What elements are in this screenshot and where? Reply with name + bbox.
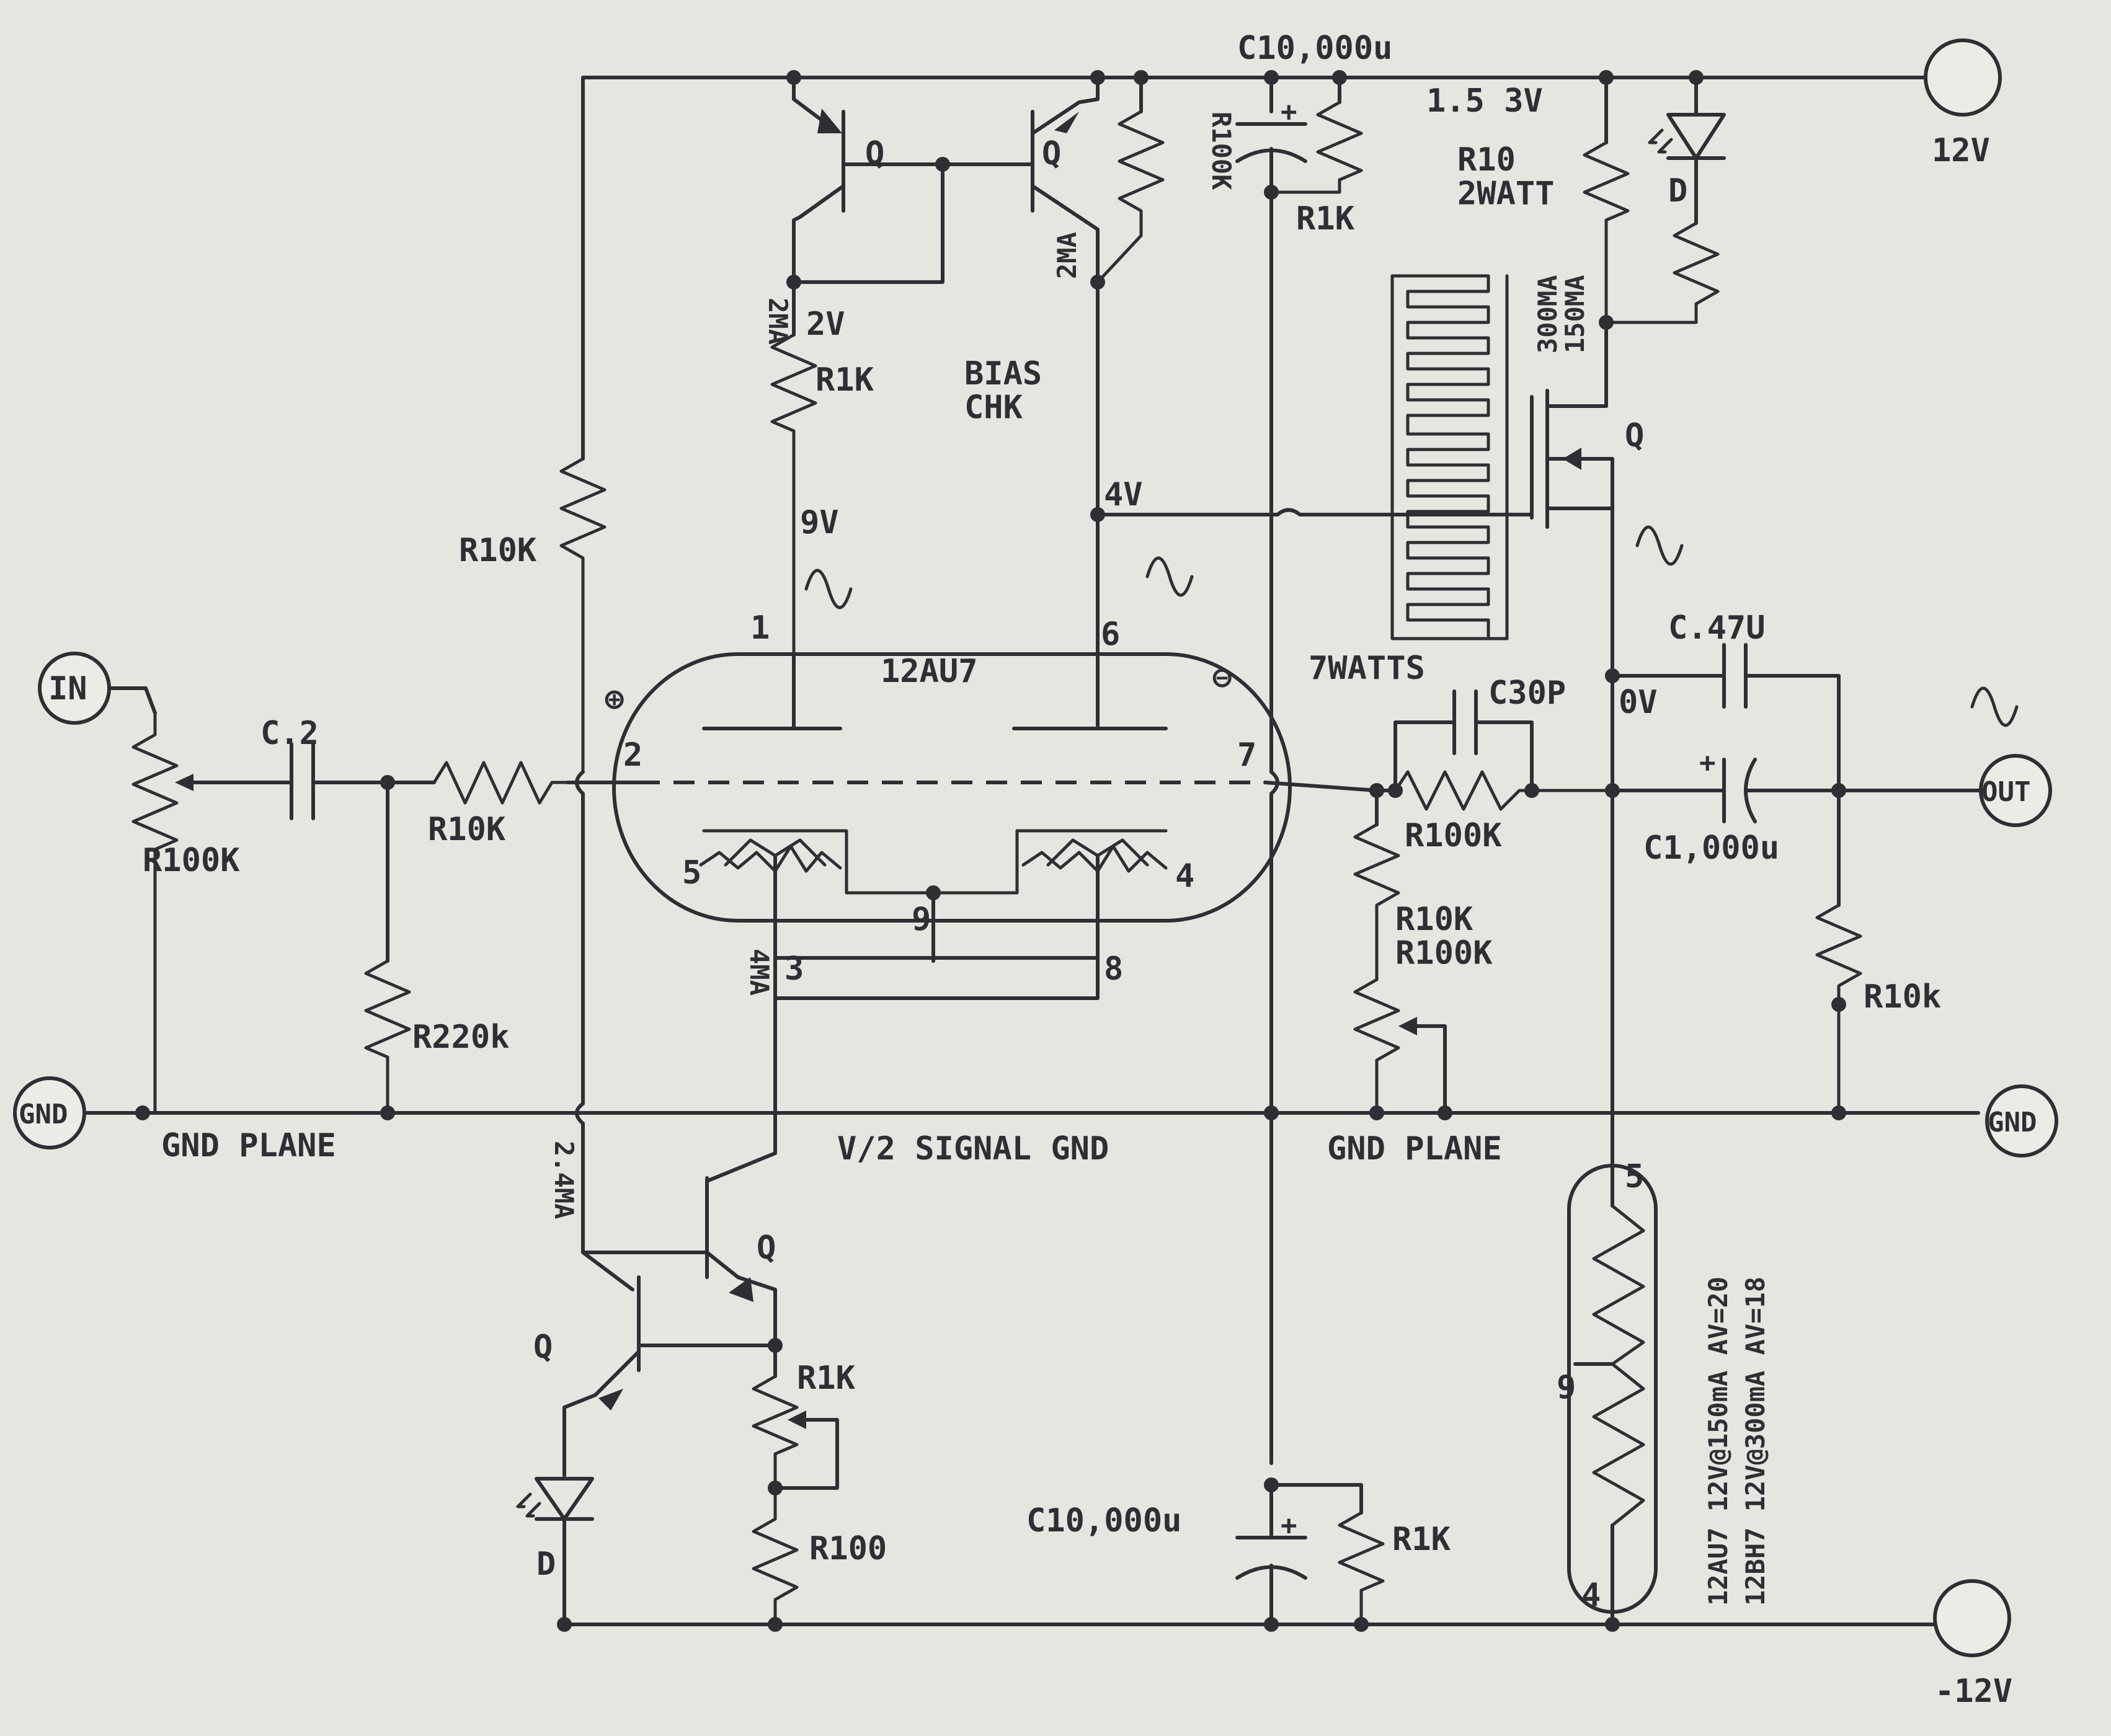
r220k-label: R220k: [412, 1019, 510, 1056]
plate-left-wiring: [770, 280, 853, 727]
heater-note-1: 12AU7 12V@150mA AV=20: [1703, 1277, 1733, 1606]
supply-cap-column: + +: [1235, 70, 1385, 1632]
svg-text:2: 2: [623, 737, 642, 774]
svg-text:D: D: [536, 1546, 556, 1583]
minus-sign: ⊖: [1212, 659, 1232, 696]
terminal-out: OUT: [1979, 754, 2052, 827]
terminal-neg12v: -12V: [1933, 1579, 2012, 1710]
svg-text:7: 7: [1237, 737, 1256, 774]
ma-300-150-label: 300MA150MA: [1532, 275, 1590, 353]
svg-text:+: +: [1281, 1510, 1297, 1541]
svg-text:OUT: OUT: [1981, 776, 2030, 808]
svg-text:D: D: [1668, 172, 1687, 210]
r1k-bottom-label: R1K: [1392, 1521, 1451, 1558]
svg-text:2V: 2V: [806, 306, 845, 343]
svg-text:6: 6: [1101, 616, 1120, 653]
svg-text:4: 4: [1581, 1577, 1601, 1614]
r100k-in-label: R100K: [143, 842, 240, 879]
svg-text:9: 9: [912, 901, 931, 938]
svg-text:4MA: 4MA: [744, 949, 775, 996]
svg-text:+: +: [1699, 747, 1716, 779]
mosfet-output: [1530, 321, 1684, 1115]
heater-string: [1567, 1111, 1658, 1632]
tube-label: 12AU7: [881, 653, 978, 690]
svg-text:4: 4: [1175, 857, 1194, 895]
r10k-out-label: R10k: [1864, 978, 1941, 1016]
left-bias-wiring: [559, 76, 641, 1155]
v0-label: 0V: [1619, 684, 1658, 721]
svg-text:Q: Q: [1625, 417, 1644, 454]
terminal-gnd-left: GND: [13, 1076, 86, 1149]
svg-text:-12V: -12V: [1935, 1673, 2012, 1710]
svg-text:Q: Q: [757, 1229, 776, 1267]
r10k-in-label: R10K: [428, 811, 506, 848]
svg-text:1: 1: [750, 609, 770, 647]
terminal-gnd-right: GND: [1985, 1084, 2058, 1158]
svg-text:4V: 4V: [1104, 476, 1143, 513]
r100k-top-label: R100K: [1206, 112, 1237, 190]
svg-text:GND: GND: [19, 1099, 68, 1130]
svg-text:IN: IN: [48, 670, 87, 707]
bottom-cap-label: C10,000u: [1026, 1502, 1181, 1539]
c30p-label: C30P: [1488, 675, 1566, 712]
gnd-plane-right-label: GND PLANE: [1327, 1130, 1502, 1167]
seven-watts-label: 7WATTS: [1309, 650, 1425, 687]
svg-text:2MA: 2MA: [1052, 232, 1082, 279]
r1k-pot-label: R1K: [797, 1360, 856, 1397]
r100k-fb-label: R100K: [1405, 817, 1502, 854]
c1000u-label: C1,000u: [1643, 830, 1779, 867]
c2-label: C.2: [260, 715, 319, 752]
feedback-network: +: [1263, 643, 2019, 1120]
signal-gnd-label: V/2 SIGNAL GND: [837, 1130, 1109, 1167]
svg-text:2MA: 2MA: [763, 298, 793, 345]
svg-text:Q: Q: [865, 135, 884, 172]
plate-right-wiring: [1090, 280, 1534, 727]
terminal-in: IN: [38, 652, 111, 725]
svg-text:GND: GND: [1988, 1107, 2037, 1138]
gnd-plane-left-label: GND PLANE: [161, 1127, 336, 1164]
v-1-5-3-label: 1.5 3V: [1426, 82, 1543, 120]
input-wiring: [107, 686, 569, 1120]
bottom-current-source: [516, 1111, 839, 1632]
plus-sign: ⊕: [605, 681, 624, 718]
svg-text:5: 5: [1625, 1158, 1644, 1195]
top-cap-label: C10,000u: [1237, 30, 1392, 67]
c47u-label: C.47U: [1668, 609, 1766, 647]
svg-text:12V: 12V: [1932, 132, 1990, 169]
svg-text:Q: Q: [1042, 135, 1061, 172]
svg-text:Q: Q: [533, 1329, 553, 1366]
terminal-12v: 12V: [1924, 38, 2002, 169]
svg-text:9: 9: [1557, 1369, 1576, 1406]
r1k-top-label: R1K: [1296, 200, 1355, 237]
r100-label: R100: [809, 1530, 887, 1567]
svg-text:8: 8: [1104, 950, 1123, 988]
svg-text:9V: 9V: [800, 504, 839, 541]
current-mirror-top: Q Q: [786, 70, 1165, 290]
svg-text:5: 5: [682, 854, 701, 892]
heater-note-2: 12BH7 12V@300mA AV=18: [1740, 1277, 1771, 1606]
r1k-left-label: R1K: [816, 361, 874, 399]
r10-led-branch: [1583, 70, 1726, 330]
svg-text:2.4MA: 2.4MA: [549, 1141, 579, 1219]
svg-text:+: +: [1281, 96, 1297, 128]
r10k-left-label: R10K: [459, 532, 537, 569]
heatsink: [1390, 274, 1509, 640]
svg-text:3: 3: [784, 950, 804, 988]
